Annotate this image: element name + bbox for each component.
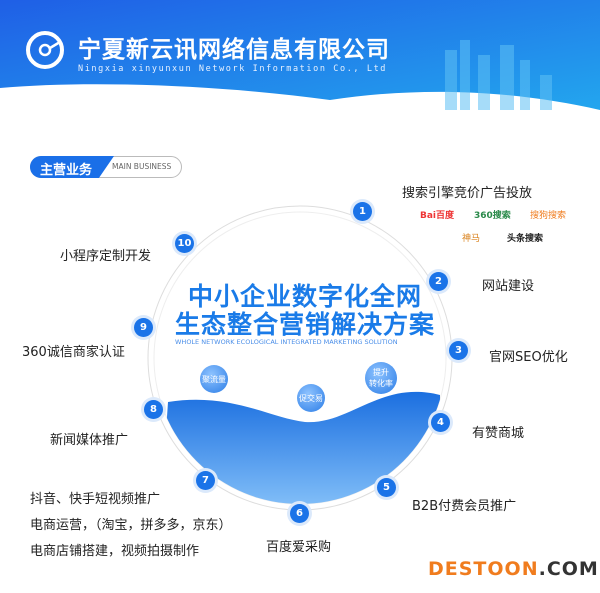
watermark-a: DESTOON xyxy=(428,558,539,580)
service-1: 搜索引擎竞价广告投放 xyxy=(402,186,533,201)
service-7-line3: 电商店铺搭建，视频拍摄制作 xyxy=(30,544,200,559)
logo-shenma: 神马 xyxy=(462,234,481,244)
badge-7: 7 xyxy=(196,471,215,490)
service-10: 小程序定制开发 xyxy=(60,249,152,264)
badge-2: 2 xyxy=(429,272,448,291)
company-name: 宁夏新云讯网络信息有限公司 xyxy=(78,37,390,63)
header-banner xyxy=(0,0,600,110)
logo-sogou: 搜狗搜索 xyxy=(530,211,567,221)
bubble-conversion: 提升 转化率 xyxy=(365,362,397,394)
logo-toutiao: 头条搜索 xyxy=(507,234,544,244)
service-4: 有赞商城 xyxy=(472,426,525,441)
service-8: 新闻媒体推广 xyxy=(50,433,129,448)
badge-1: 1 xyxy=(353,202,372,221)
badge-8: 8 xyxy=(144,400,163,419)
service-7: 抖音、快手短视频推广 xyxy=(30,492,161,507)
bubble-traffic: 聚流量 xyxy=(200,365,228,393)
service-5: B2B付费会员推广 xyxy=(412,499,517,514)
bubble-trade: 促交易 xyxy=(297,384,325,412)
center-title-en: WHOLE NETWORK ECOLOGICAL INTEGRATED MARK… xyxy=(175,338,398,346)
logo-baidu: Bai百度 xyxy=(420,211,455,221)
company-name-en: Ningxia xinyunxun Network Information Co… xyxy=(78,64,388,74)
badge-4: 4 xyxy=(431,413,450,432)
badge-10: 10 xyxy=(175,234,194,253)
section-title-en: MAIN BUSINESS xyxy=(112,162,172,171)
center-title-line1: 中小企业数字化全网 xyxy=(188,282,423,311)
badge-3: 3 xyxy=(449,341,468,360)
badge-9: 9 xyxy=(134,318,153,337)
watermark-b: .COM xyxy=(538,558,599,580)
watermark: DESTOON.COM xyxy=(428,558,599,580)
logo-360: 360搜索 xyxy=(474,211,511,221)
center-title-line2: 生态整合营销解决方案 xyxy=(175,310,436,339)
service-2: 网站建设 xyxy=(482,279,535,294)
section-title: 主营业务 xyxy=(30,156,114,178)
service-9: 360诚信商家认证 xyxy=(22,345,125,360)
service-7-line2: 电商运营，（淘宝，拼多多，京东） xyxy=(30,518,232,533)
badge-6: 6 xyxy=(290,504,309,523)
service-3: 官网SEO优化 xyxy=(489,350,568,365)
badge-5: 5 xyxy=(377,478,396,497)
service-6: 百度爱采购 xyxy=(266,540,332,555)
